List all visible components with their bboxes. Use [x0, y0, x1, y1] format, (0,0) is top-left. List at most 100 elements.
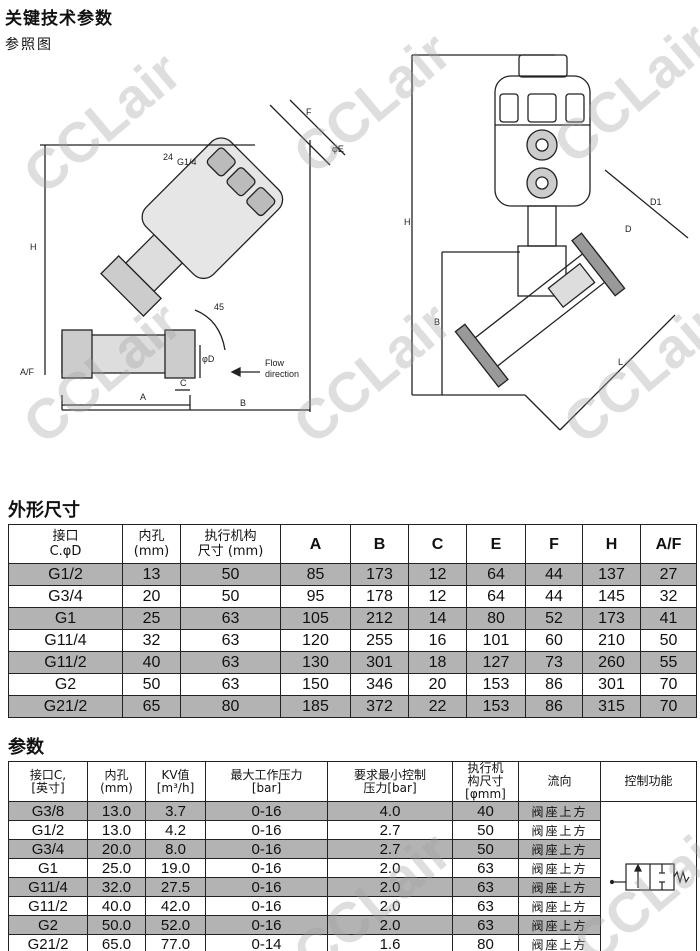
table-cell: 137: [582, 563, 641, 586]
table-cell: 153: [466, 695, 526, 718]
dim-a-label: A: [140, 392, 146, 402]
table-cell: 20: [408, 673, 467, 696]
right-dim-b-label: B: [434, 317, 440, 327]
table-cell: 22: [408, 695, 467, 718]
table-cell: 2.0: [327, 877, 453, 897]
table-cell: 阀座上方: [518, 839, 601, 859]
table-cell: 50: [452, 820, 519, 840]
angled-body: [454, 232, 626, 388]
table-cell: G3/8: [8, 801, 88, 821]
table-cell: 85: [280, 563, 351, 586]
table-cell: 145: [582, 585, 641, 608]
table-cell: 80: [466, 607, 526, 630]
table-cell: 101: [466, 629, 526, 652]
table-cell: 210: [582, 629, 641, 652]
valve-symbol-icon: [609, 862, 690, 891]
table-cell: 25: [122, 607, 181, 630]
valve-drawings: 24 G1/4 F φE H 45 A/F φD C A B Flow dire…: [20, 54, 689, 431]
dimensions-title: 外形尺寸: [8, 500, 80, 521]
table-cell: 63: [180, 673, 281, 696]
flow-label: Flow: [265, 358, 285, 368]
table-cell: 阀座上方: [518, 820, 601, 840]
table-cell: G11/4: [8, 877, 88, 897]
params-title: 参数: [8, 737, 44, 758]
table-cell: 阀座上方: [518, 858, 601, 878]
table-cell: 70: [640, 695, 697, 718]
table-cell: 50: [180, 585, 281, 608]
table-cell: 346: [350, 673, 409, 696]
table-cell: 55: [640, 651, 697, 674]
table-cell: 105: [280, 607, 351, 630]
col-max-pressure: 最大工作压力[bar]: [205, 761, 328, 802]
table-cell: 0-16: [205, 896, 328, 916]
col-bore: 内孔(mm): [87, 761, 146, 802]
table-cell: 63: [452, 896, 519, 916]
table-cell: G2: [8, 673, 123, 696]
table-cell: 41: [640, 607, 697, 630]
table-cell: 64: [466, 563, 526, 586]
table-cell: 64: [466, 585, 526, 608]
table-cell: 27: [640, 563, 697, 586]
table-cell: 2.7: [327, 820, 453, 840]
page-subtitle: 参照图: [5, 37, 53, 53]
table-cell: 20.0: [87, 839, 146, 859]
table-cell: G1/2: [8, 563, 123, 586]
table-cell: 0-16: [205, 915, 328, 935]
table-cell: G1/2: [8, 820, 88, 840]
right-valve-drawing: H B D1 D L: [404, 54, 689, 431]
table-cell: G21/2: [8, 695, 123, 718]
table-cell: 0-16: [205, 801, 328, 821]
table-cell: 50: [180, 563, 281, 586]
table-cell: 4.2: [145, 820, 206, 840]
table-cell: 153: [466, 673, 526, 696]
dim-b-label: B: [240, 398, 246, 408]
right-dim-d1-label: D1: [650, 197, 662, 207]
col-control-function: 控制功能: [600, 761, 697, 802]
table-cell: G1: [8, 858, 88, 878]
col-af: A/F: [640, 524, 697, 564]
table-cell: G21/2: [8, 934, 88, 951]
table-cell: 2.0: [327, 915, 453, 935]
table-cell: 40.0: [87, 896, 146, 916]
table-cell: 32.0: [87, 877, 146, 897]
table-cell: 13.0: [87, 820, 146, 840]
table-cell: 212: [350, 607, 409, 630]
table-cell: 3.7: [145, 801, 206, 821]
table-cell: 0-16: [205, 820, 328, 840]
table-cell: 0-16: [205, 839, 328, 859]
table-cell: 20: [122, 585, 181, 608]
dim-h-label: H: [30, 242, 37, 252]
dim-af-label: A/F: [20, 367, 35, 377]
table-cell: 77.0: [145, 934, 206, 951]
table-cell: 63: [452, 877, 519, 897]
dim-d-label: φD: [202, 354, 215, 364]
col-port: 接口C,[英寸]: [8, 761, 88, 802]
table-cell: 260: [582, 651, 641, 674]
table-cell: 173: [582, 607, 641, 630]
col-actuator: 执行机构尺寸 (mm): [180, 524, 281, 564]
right-dim-h-label: H: [404, 217, 411, 227]
table-cell: 80: [180, 695, 281, 718]
table-cell: 63: [452, 858, 519, 878]
col-h: H: [582, 524, 641, 564]
table-cell: 2.0: [327, 896, 453, 916]
col-actuator: 执行机构尺寸[φmm]: [452, 761, 519, 802]
table-cell: 52: [525, 607, 583, 630]
table-cell: 185: [280, 695, 351, 718]
table-cell: 19.0: [145, 858, 206, 878]
dim-f-label: F: [306, 107, 312, 117]
table-cell: 178: [350, 585, 409, 608]
